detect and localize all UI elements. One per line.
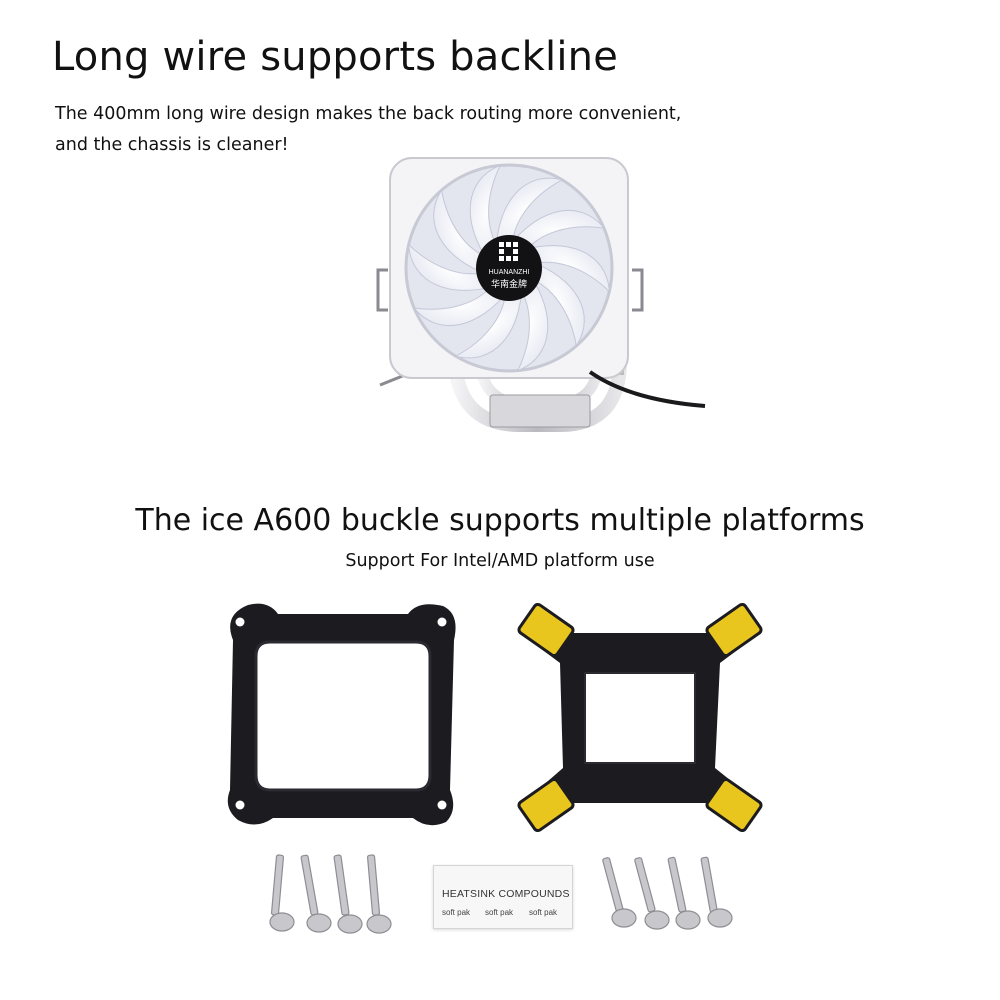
section1-description-line1: The 400mm long wire design makes the bac… — [55, 104, 682, 124]
heatsink-compound-packet: HEATSINK COMPOUNDS soft pak soft pak sof… — [433, 865, 573, 929]
backplate-pads — [517, 602, 763, 833]
section2-subheading: Support For Intel/AMD platform use — [345, 551, 655, 571]
cpu-cooler-image: HUANANZHI 华南金牌 — [376, 157, 706, 432]
screws-set-right — [602, 856, 733, 930]
section1-heading: Long wire supports backline — [52, 34, 619, 80]
fan-hub — [476, 235, 542, 301]
packet-label-2: soft pak — [485, 908, 514, 917]
packet-label-1: soft pak — [442, 908, 471, 917]
fan-cable — [588, 370, 706, 408]
heat-pipes — [448, 359, 627, 432]
fan-brand-cn: 华南金牌 — [491, 278, 527, 290]
section2-heading: The ice A600 buckle supports multiple pl… — [135, 503, 865, 538]
packet-label-3: soft pak — [529, 908, 558, 917]
section1-description: The 400mm long wire design makes the bac… — [55, 99, 755, 161]
amd-bracket-image — [227, 603, 456, 826]
screws-set-left — [269, 854, 392, 934]
section1-description-line2: and the chassis is cleaner! — [55, 135, 289, 155]
brand-logo-icon — [499, 242, 518, 261]
fan-brand-en: HUANANZHI — [489, 269, 530, 276]
packet-title: HEATSINK COMPOUNDS — [442, 888, 570, 900]
fan-blades — [408, 164, 610, 372]
intel-backplate-image — [517, 602, 763, 833]
